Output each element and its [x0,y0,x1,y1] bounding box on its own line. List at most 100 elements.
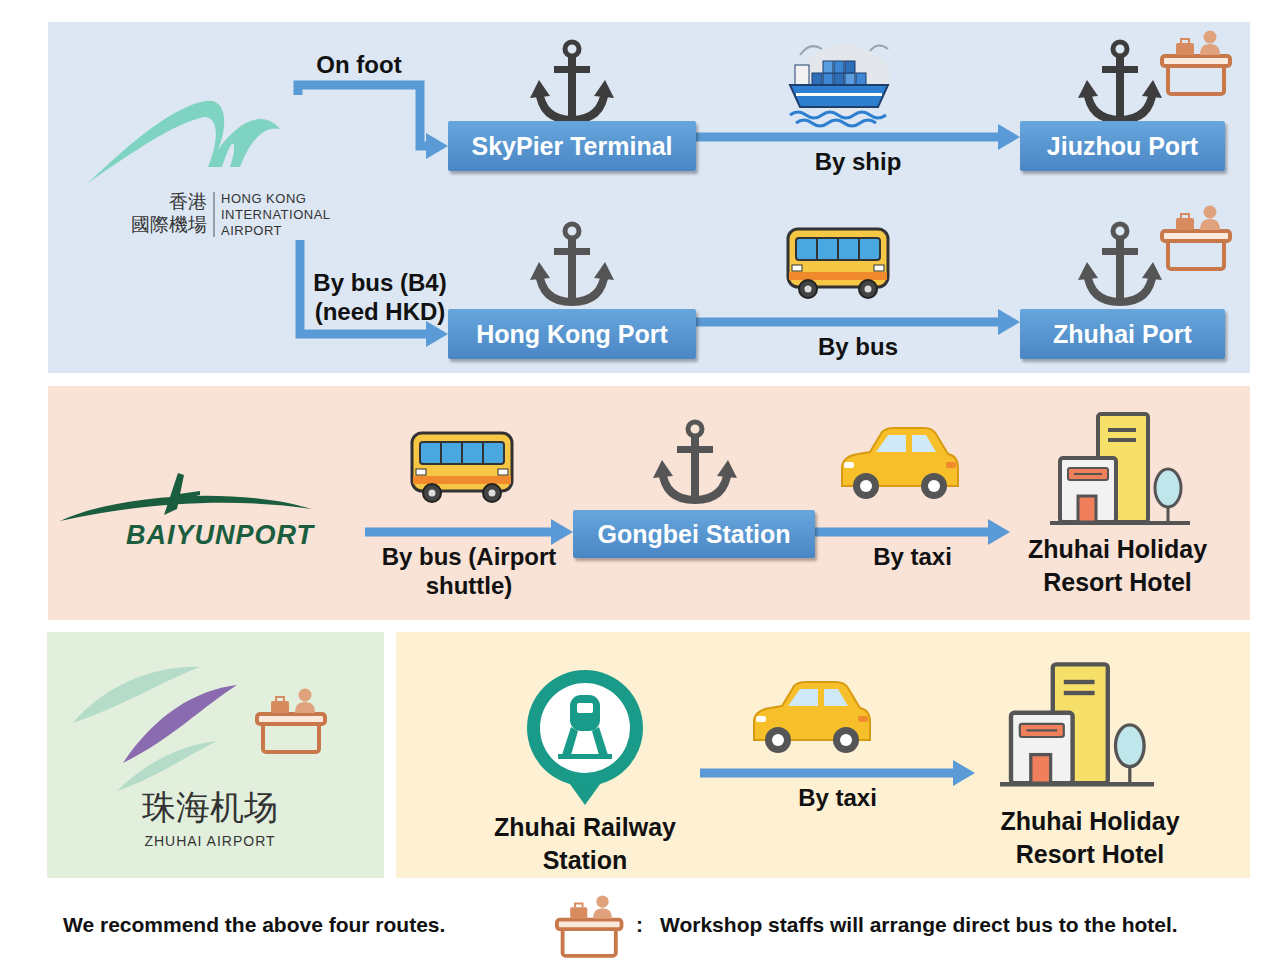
icon-part [1204,31,1217,44]
anchor-icon [530,42,614,120]
icon-part [498,469,508,475]
icon-part [789,272,887,280]
node-text: 珠海机场 [105,787,315,827]
box-label: Gongbei Station [597,520,790,549]
icon-part [1176,218,1194,230]
icon-part [717,460,737,478]
icon-part [800,45,888,55]
node-text: HONG KONG INTERNATIONAL AIRPORT [221,191,361,239]
desk-icon [257,689,325,753]
building-icon [1000,664,1154,784]
icon-part [1181,214,1189,218]
route-arrow [700,769,953,778]
icon-part [596,895,608,907]
icon-part [1026,729,1057,731]
node-illustration [470,665,700,875]
icon-part [1116,238,1124,300]
icon-part [594,262,614,280]
station-ring [527,670,643,786]
icon-part [799,280,817,298]
icon-part [1064,691,1095,695]
port-box: Hong Kong Port [448,309,696,359]
icon-part [677,446,713,453]
anchor-icon [653,422,737,500]
icon-part [423,484,441,502]
icon-part [1078,80,1098,98]
taxi-icon [842,428,958,499]
icon-part [860,480,872,492]
port-box: Zhuhai Port [1020,309,1225,359]
route-panel [396,632,1250,878]
node-text: 香港 國際機場 [107,190,207,236]
icon-part [1011,713,1073,783]
icon-part [568,56,576,118]
icon-part [790,85,888,107]
node-text: Zhuhai Holiday Resort Hotel [1010,533,1225,599]
icon-part [271,701,289,713]
icon-part [1162,56,1230,66]
icon-part [788,689,818,706]
icon-part [1168,64,1224,94]
node-text: BAIYUNPORT [126,520,314,551]
icon-part [805,286,812,293]
icon-part [1142,262,1162,280]
icon-part [1102,66,1138,73]
node-text: ZHUHAI AIRPORT [105,833,315,849]
icon-part [1116,56,1124,118]
route-panel [48,22,1250,373]
icon-part [845,61,855,73]
legend-text: Workshop staffs will arrange direct bus … [660,913,1178,937]
port-box: Jiuzhou Port [1020,121,1225,171]
legend-separator: : [636,913,643,937]
icon-part [1108,438,1136,442]
icon-part [928,480,940,492]
edge-label: By bus [788,332,928,361]
route-arrow [696,133,998,142]
icon-part [1031,755,1051,784]
building-icon [1050,414,1190,523]
box-label: SkyPier Terminal [471,132,672,161]
route-arrow [365,528,551,537]
icon-part [837,238,839,260]
icon-part [845,73,855,85]
icon-part [568,238,576,300]
icon-part [1020,724,1064,737]
icon-part [530,262,550,280]
hotel-node: Zhuhai Holiday Resort Hotel [1010,405,1225,603]
bus-icon [788,229,888,298]
icon-part [1113,42,1127,56]
icon-part [1000,782,1154,786]
icon-part [823,61,833,73]
edge-label: By bus (B4) (need HKD) [310,268,450,326]
icon-part [824,689,848,706]
icon-part [874,265,884,271]
port-box: Gongbei Station [573,510,815,558]
icon-part [844,462,854,468]
logo-divider [214,192,215,237]
node-text: Zhuhai Holiday Resort Hotel [975,805,1205,871]
icon-part [554,66,590,73]
icon-part [834,61,844,73]
icon-part [853,473,879,499]
icon-part [276,697,284,701]
icon-part [1162,231,1230,241]
icon-part [834,73,844,85]
icon-part [1078,496,1096,522]
icon-part [1200,219,1220,230]
icon-part [856,73,866,85]
icon-part [795,65,809,85]
anchor-icon [1078,42,1162,120]
icon-part [1078,262,1098,280]
legend-swatch [557,895,622,955]
icon-part [1113,224,1127,238]
icon-part [489,490,496,497]
bus-icon [412,433,512,502]
train-glyph [570,695,600,731]
icon-part [765,727,791,753]
icon-part [921,473,947,499]
edge-label: On foot [304,50,414,79]
station-node: Zhuhai Railway Station [470,665,700,875]
anchor-icon [530,224,614,302]
icon-part [461,442,463,464]
